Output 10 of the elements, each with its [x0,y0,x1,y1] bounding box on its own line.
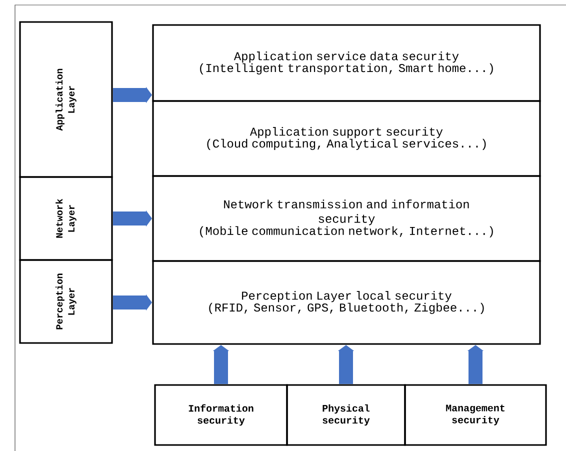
layer-box: Network Layer [19,176,113,261]
category-box: Management security [404,384,547,446]
category-box: Information security [154,384,288,446]
security-box: Perception Layer local security (RFID, Sensor, GPS, Bluetooth, Zigbee...) [152,260,541,345]
category-box: Physical security [286,384,406,446]
security-box: Application support security (Cloud computing, Analytical services...) [152,100,541,177]
security-box: Application service data security (Intelligent transportation, Smart home...) [152,24,541,102]
layer-box: Perception Layer [19,259,113,344]
layer-box: Application Layer [19,21,113,178]
security-box: Network transmission and information security (Mobile communication network, Internet...) [152,175,541,262]
